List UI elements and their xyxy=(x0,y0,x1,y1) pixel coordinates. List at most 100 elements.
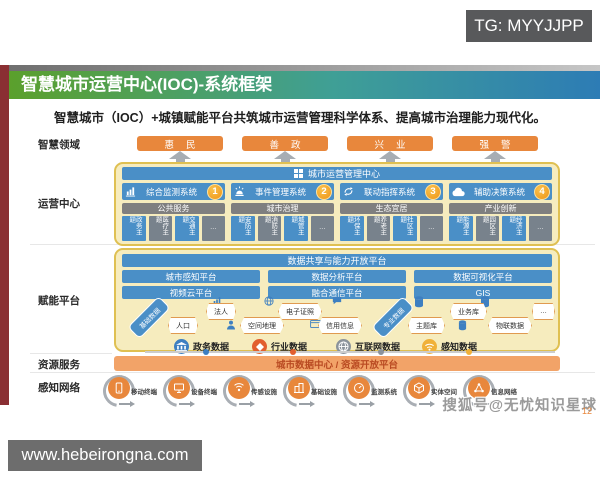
hex-item: 法人 xyxy=(206,303,236,320)
network-icon xyxy=(468,377,490,399)
data-sources-row: 政务数据 行业数据 互联网数据 感知数据 xyxy=(122,339,552,354)
theme-box: 园区主题 xyxy=(475,216,499,241)
theme-box: 社区主题 xyxy=(393,216,417,241)
right-arrow-icon xyxy=(299,400,315,407)
category-eco-livable: 生态宜居 环保主题 养老主题 社区主题 … xyxy=(340,203,443,241)
data-source-gov: 政务数据 xyxy=(174,339,229,354)
sensing-item-infrastructure: 基础设施 xyxy=(276,368,347,414)
row-label-domains: 智慧领域 xyxy=(38,139,80,151)
hex-item: 主题库 xyxy=(408,317,445,334)
system-number-badge: 3 xyxy=(425,183,441,200)
connector-dot xyxy=(466,349,472,355)
category-header: 生态宜居 xyxy=(340,203,443,214)
row-label-platform: 赋能平台 xyxy=(38,295,80,307)
theme-box: 经济主题 xyxy=(502,216,526,241)
building-icon xyxy=(288,377,310,399)
right-arrow-icon xyxy=(419,400,435,407)
sensing-item-sensor: 传感设施 xyxy=(216,368,287,414)
base-data-diamond: 基础数据 xyxy=(128,297,170,338)
mini-chat-icon xyxy=(332,296,342,305)
theme-box-more: … xyxy=(528,216,552,241)
sensing-item-device: 设备终端 xyxy=(156,368,227,414)
system-name: 辅助决策系统 xyxy=(473,186,525,197)
tg-badge: TG: MYYJJPP xyxy=(466,10,592,42)
data-share-bar: 数据共享与能力开放平台 xyxy=(122,254,552,267)
sensing-item-network: 信息网络 xyxy=(456,368,527,414)
row-label-resources: 资源服务 xyxy=(38,359,80,371)
grid-icon xyxy=(293,169,303,178)
right-arrow-icon xyxy=(479,400,495,407)
footer-logo: www.hebeirongna.com xyxy=(8,440,202,471)
theme-box: 消防主题 xyxy=(257,216,281,241)
monitor-icon xyxy=(168,377,190,399)
platform-bar: 数据分析平台 xyxy=(268,270,406,283)
signal-icon xyxy=(422,339,437,354)
data-source-sensing: 感知数据 xyxy=(422,339,477,354)
connector-dot xyxy=(290,349,296,355)
platform-panel: 数据共享与能力开放平台 城市感知平台 数据分析平台 数据可视化平台 视频云平台 … xyxy=(114,248,560,354)
system-number-badge: 1 xyxy=(207,183,223,200)
theme-box: 养老主题 xyxy=(366,216,390,241)
divider xyxy=(30,372,595,373)
bank-icon xyxy=(174,339,189,354)
platform-bar: 城市感知平台 xyxy=(122,270,260,283)
right-arrow-icon xyxy=(179,400,195,407)
theme-box: 环保主题 xyxy=(340,216,364,241)
category-city-governance: 城市治理 安防主题 消防主题 城管主题 … xyxy=(231,203,334,241)
platform-bar: 数据可视化平台 xyxy=(414,270,552,283)
domain-box: 强警 xyxy=(452,136,538,151)
watermark: 搜狐号@无忧知识星球 xyxy=(442,398,597,414)
sensing-item-monitoring: 监测系统 xyxy=(336,368,407,414)
theme-box: 安防主题 xyxy=(231,216,255,241)
bar-chart-icon xyxy=(125,186,136,197)
theme-box: 能源主题 xyxy=(449,216,473,241)
category-header: 城市治理 xyxy=(231,203,334,214)
cloud-icon xyxy=(452,187,465,197)
system-box-command: 联动指挥系统 3 xyxy=(340,183,443,200)
system-name: 综合监测系统 xyxy=(145,186,197,197)
category-header: 公共服务 xyxy=(122,203,225,214)
hex-item: 物联数据 xyxy=(488,317,532,334)
up-arrow-icon xyxy=(274,151,296,164)
page-subtitle: 智慧城市（IOC）+城镇赋能平台共筑城市运营管理科学体系、提高城市治理能力现代化… xyxy=(53,111,547,125)
connector-line xyxy=(145,349,555,355)
page-number: 12 xyxy=(582,406,593,416)
theme-box: 交通主题 xyxy=(175,216,199,241)
page-title: 智慧城市运营中心(IOC)-系统框架 xyxy=(9,71,600,99)
row-label-sensing: 感知网络 xyxy=(38,382,80,394)
platform-bar: 视频云平台 xyxy=(122,286,260,299)
connector-dot xyxy=(378,349,384,355)
hex-item-more: … xyxy=(532,303,555,320)
sensor-icon xyxy=(228,377,250,399)
category-header: 产业创新 xyxy=(449,203,552,214)
sensing-item-mobile: 移动终端 xyxy=(96,368,167,414)
right-arrow-icon xyxy=(119,400,135,407)
theme-box: 城管主题 xyxy=(284,216,308,241)
mini-database-icon xyxy=(414,296,424,308)
system-number-badge: 4 xyxy=(534,183,550,200)
system-name: 事件管理系统 xyxy=(254,186,306,197)
title-top-strip xyxy=(9,65,600,71)
theme-box: 政务主题 xyxy=(122,216,146,241)
resource-service-bar: 城市数据中心 / 资源开放平台 xyxy=(114,356,560,371)
left-accent-bar xyxy=(0,65,9,405)
system-number-badge: 2 xyxy=(316,183,332,200)
platform-bar: GIS xyxy=(414,286,552,299)
cube-icon xyxy=(408,377,430,399)
handshake-icon xyxy=(252,339,267,354)
divider xyxy=(30,353,112,354)
up-arrow-icon xyxy=(169,151,191,164)
hex-item: 空间地理 xyxy=(240,317,284,334)
domain-box: 惠民 xyxy=(137,136,223,151)
up-arrow-icon xyxy=(379,151,401,164)
system-box-monitoring: 综合监测系统 1 xyxy=(122,183,225,200)
data-libraries: 基础数据 人口 法人 空间地理 电子证照 信用信息 专业数据 主题库 业务库 物… xyxy=(122,296,555,338)
theme-box-more: … xyxy=(310,216,334,241)
system-name: 联动指挥系统 xyxy=(363,186,415,197)
data-source-industry: 行业数据 xyxy=(252,339,307,354)
right-arrow-icon xyxy=(359,400,375,407)
mini-database-icon xyxy=(458,320,467,331)
domain-box: 兴业 xyxy=(347,136,433,151)
theme-box-more: … xyxy=(419,216,443,241)
